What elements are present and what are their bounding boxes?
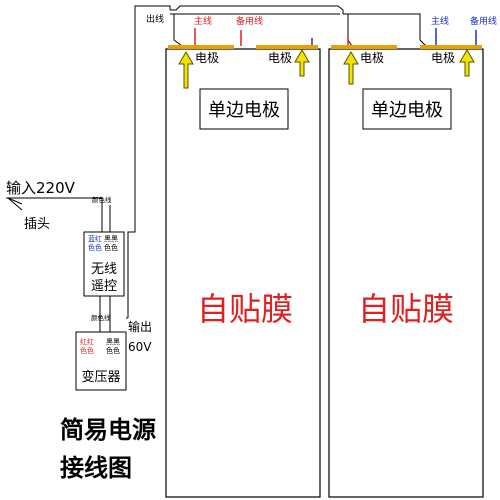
arrow-icon — [459, 49, 475, 77]
remote-col-left: 蓝红色色 — [88, 234, 102, 252]
remote-box — [83, 231, 125, 297]
left-electrode-label-b: 电极 — [268, 51, 292, 65]
plug-icon — [7, 197, 23, 211]
right-film-label: 自贴膜 — [358, 290, 454, 328]
caption-line-2: 接线图 — [60, 454, 132, 482]
remote-to-transformer-wires — [99, 296, 111, 332]
right-electrode-bar-a — [331, 45, 397, 49]
remote-label-1: 无线 — [91, 262, 117, 277]
right-electrode-box — [362, 88, 452, 130]
output-label-2: 60V — [128, 340, 152, 354]
right-electrode-bar-b — [420, 45, 482, 49]
left-backup-wire-label: 备用线 — [236, 15, 263, 27]
transformer-col-right: 黑黑色色 — [106, 338, 120, 355]
remote-wire-color-label: 颜色线 — [92, 195, 112, 204]
right-electrode-box-label: 单边电极 — [371, 100, 443, 121]
right-backup-wire-label: 备用线 — [470, 15, 497, 27]
left-electrode-bar-b — [256, 45, 318, 49]
remote-label-2: 遥控 — [91, 279, 117, 294]
top-wiring — [127, 5, 427, 318]
transformer-label: 变压器 — [81, 369, 120, 385]
right-main-wire-label: 主线 — [431, 15, 449, 27]
arrow-icon — [294, 49, 310, 77]
arrow-icon — [178, 51, 194, 89]
left-main-wire-label: 主线 — [194, 15, 212, 27]
input-voltage-label: 输入220V — [6, 179, 76, 197]
output-label-1: 输出 — [128, 319, 152, 334]
top-wire-label: 出线 — [146, 13, 164, 25]
transformer-col-left: 红红色色 — [80, 337, 94, 355]
left-electrode-box-label: 单边电极 — [208, 100, 280, 121]
transformer-box — [75, 331, 127, 391]
left-electrode-label-a: 电极 — [195, 51, 219, 65]
input-wires — [101, 198, 111, 232]
remote-col-right: 黑黑色色 — [104, 235, 118, 252]
left-film-label: 自贴膜 — [197, 290, 293, 328]
caption-line-1: 简易电源 — [60, 416, 156, 444]
plug-label: 插头 — [24, 217, 50, 232]
right-electrode-label-b: 电极 — [431, 51, 455, 65]
left-electrode-box — [199, 88, 289, 130]
transformer-wire-color-label: 颜色线 — [91, 313, 111, 322]
arrow-icon — [343, 51, 359, 85]
left-electrode-bar-a — [168, 45, 234, 49]
right-electrode-label-a: 电极 — [360, 51, 384, 65]
